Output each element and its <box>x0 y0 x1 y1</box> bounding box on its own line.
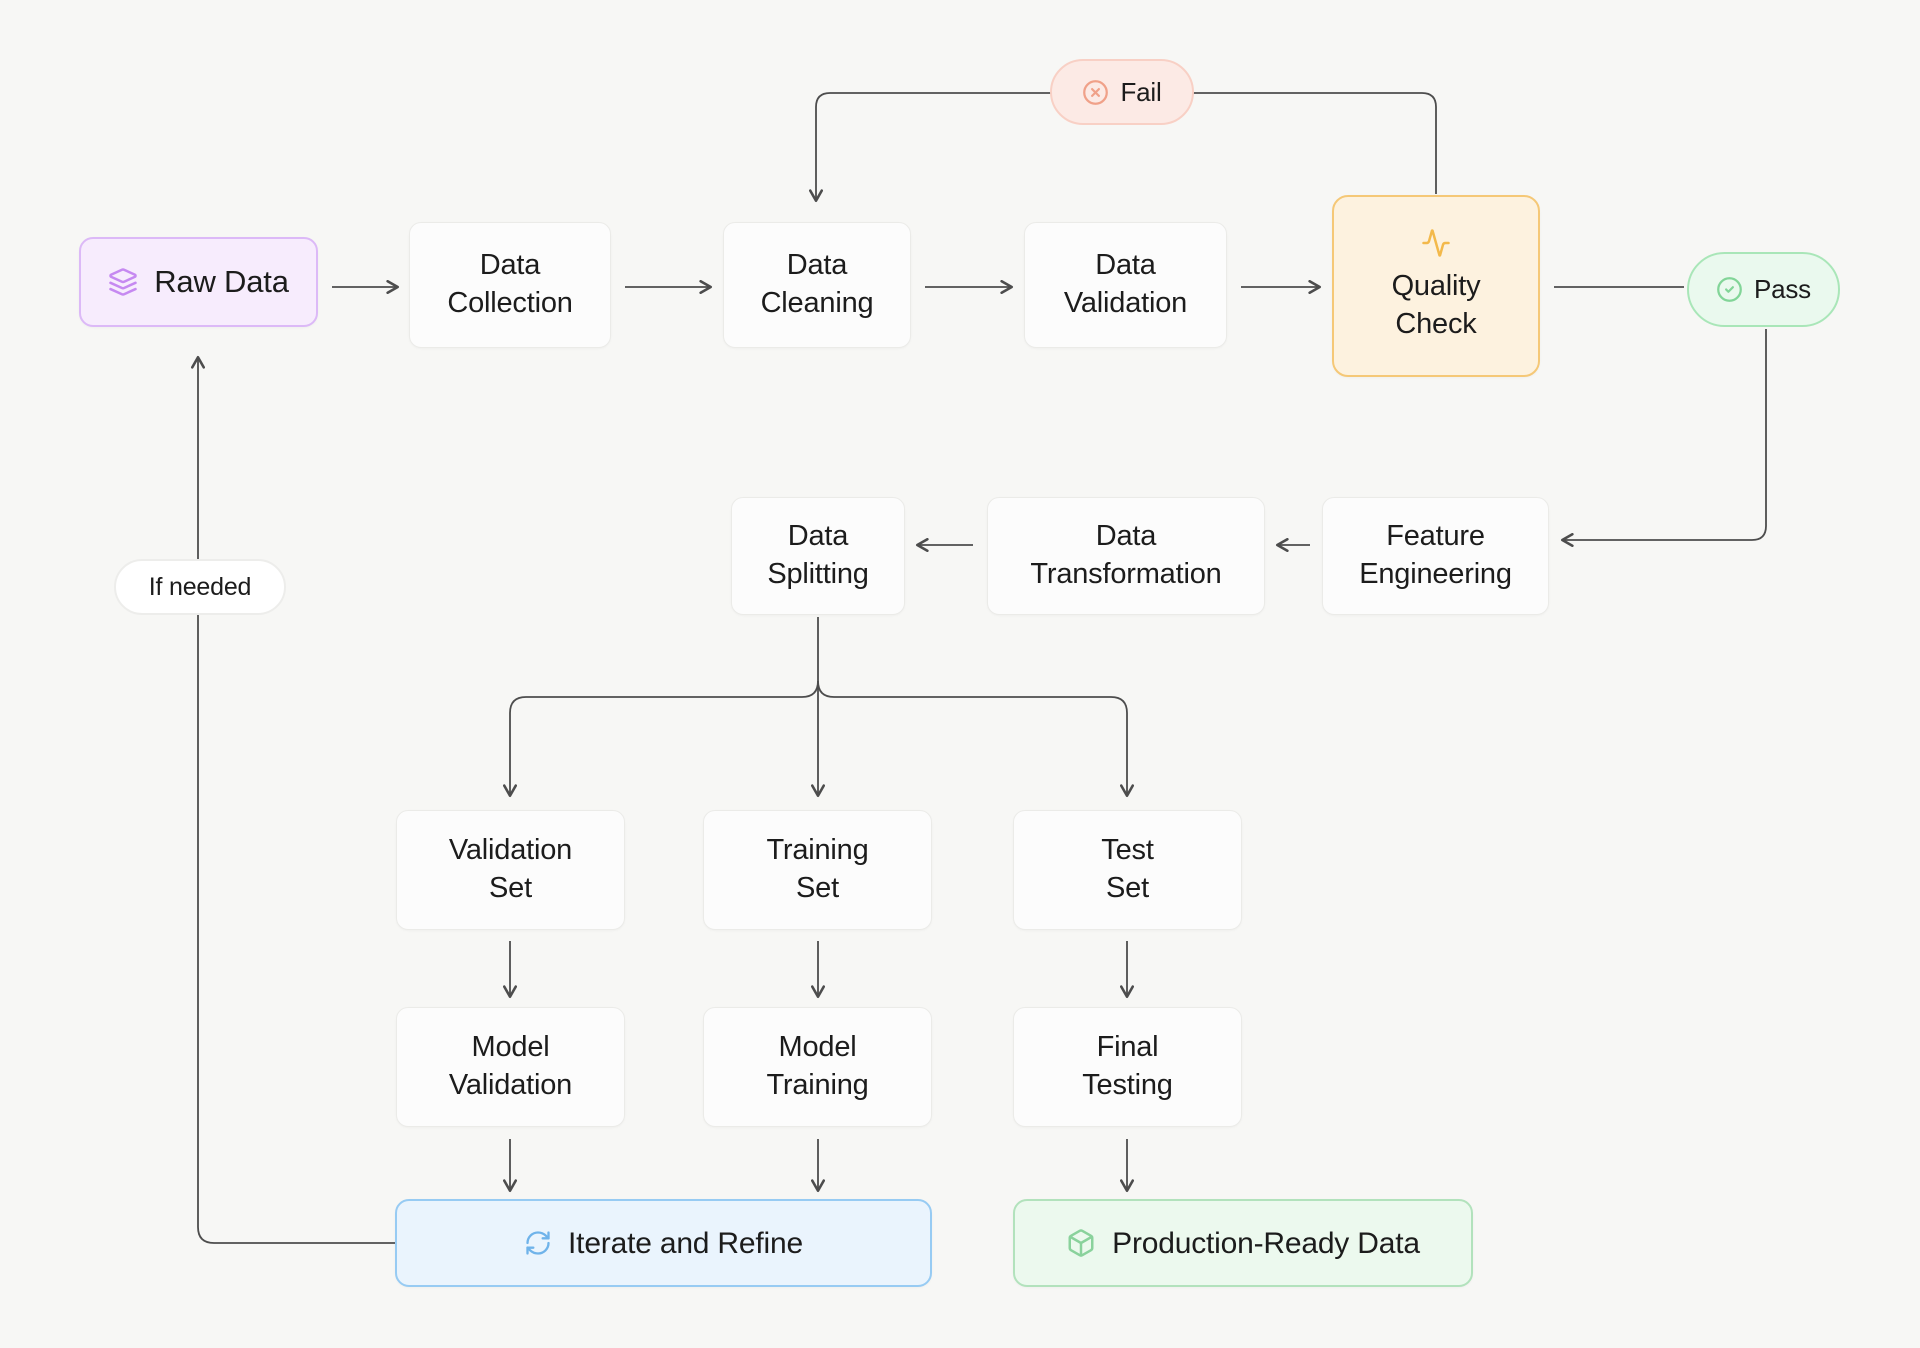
node-model-validation: Model Validation <box>396 1007 625 1127</box>
node-label: Feature Engineering <box>1359 520 1512 590</box>
node-production-ready-data: Production-Ready Data <box>1013 1199 1473 1287</box>
node-label: Data Cleaning <box>760 249 874 319</box>
refresh-icon <box>524 1229 552 1257</box>
edge-splitting-to-test-set <box>817 680 1135 798</box>
node-label: Data Collection <box>447 249 573 319</box>
node-quality-check: Quality Check <box>1332 195 1540 377</box>
node-label: Model Training <box>766 1031 869 1101</box>
circle-check-icon <box>1716 276 1743 303</box>
badge-pass: Pass <box>1687 252 1840 327</box>
node-label: Quality Check <box>1391 270 1481 340</box>
node-label: Production-Ready Data <box>1112 1226 1420 1260</box>
edge-pass-to-feature <box>1560 329 1767 548</box>
edge-iterate-to-raw <box>190 355 395 1244</box>
edge-splitting-to-validation-set <box>502 680 819 798</box>
package-icon <box>1066 1228 1096 1258</box>
circle-x-icon <box>1082 79 1109 106</box>
node-data-collection: Data Collection <box>409 222 611 348</box>
node-raw-data: Raw Data <box>79 237 318 327</box>
badge-label: If needed <box>148 572 252 601</box>
layers-icon <box>108 267 138 297</box>
badge-fail: Fail <box>1050 59 1194 125</box>
node-data-validation: Data Validation <box>1024 222 1227 348</box>
node-label: Data Transformation <box>1030 520 1222 590</box>
node-data-splitting: Data Splitting <box>731 497 905 615</box>
node-iterate-and-refine: Iterate and Refine <box>395 1199 932 1287</box>
node-label: Data Splitting <box>767 520 869 590</box>
node-label: Raw Data <box>154 263 289 299</box>
node-label: Test Set <box>1101 834 1154 904</box>
node-label: Training Set <box>766 834 869 904</box>
node-label: Final Testing <box>1082 1031 1173 1101</box>
node-data-transformation: Data Transformation <box>987 497 1265 615</box>
badge-label: Fail <box>1120 76 1162 107</box>
node-data-cleaning: Data Cleaning <box>723 222 911 348</box>
node-validation-set: Validation Set <box>396 810 625 930</box>
badge-if-needed: If needed <box>114 559 286 615</box>
node-label: Model Validation <box>448 1031 573 1101</box>
activity-icon <box>1421 228 1451 258</box>
node-test-set: Test Set <box>1013 810 1242 930</box>
badge-label: Pass <box>1753 274 1811 304</box>
node-label: Data Validation <box>1063 249 1188 319</box>
node-label: Validation Set <box>448 834 573 904</box>
node-feature-engineering: Feature Engineering <box>1322 497 1549 615</box>
node-training-set: Training Set <box>703 810 932 930</box>
node-model-training: Model Training <box>703 1007 932 1127</box>
node-label: Iterate and Refine <box>568 1226 803 1260</box>
node-final-testing: Final Testing <box>1013 1007 1242 1127</box>
